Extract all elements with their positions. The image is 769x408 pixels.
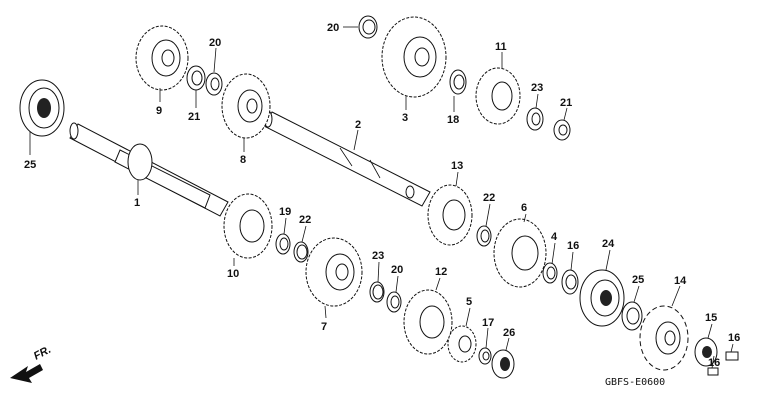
callout-8: 8 (240, 154, 246, 166)
callout-27: 24 (602, 238, 615, 250)
callout-labels: 25 1 9 21 20 8 20 2 3 11 18 23 21 13 22 … (24, 22, 740, 369)
washer-26 (526, 107, 544, 131)
callout-22-right: 21 (560, 97, 572, 109)
callout-9: 9 (156, 105, 162, 117)
callout-15: 15 (705, 312, 717, 324)
callout-21: 20 (327, 22, 339, 34)
bearing-27 (579, 269, 625, 327)
callout-11: 11 (495, 41, 507, 53)
callout-26: 23 (531, 82, 543, 94)
callout-12: 12 (435, 266, 447, 278)
circlip-25-left (293, 241, 309, 263)
gear-12 (403, 289, 453, 355)
callout-30: 26 (503, 327, 515, 339)
front-direction-arrow: FR. (10, 344, 53, 383)
bolt-16-bottom (707, 367, 719, 376)
callout-7: 7 (321, 321, 327, 333)
leader-lines (29, 26, 734, 369)
callout-13: 13 (451, 160, 463, 172)
callout-19: 18 (447, 114, 459, 126)
circlip-25-right (369, 281, 385, 303)
bolt-16-right (725, 351, 739, 361)
gear-5 (447, 325, 477, 363)
callout-4: 4 (551, 231, 558, 243)
washer-17 (561, 269, 579, 295)
washer-20-right (386, 291, 402, 313)
washer-20-left (275, 233, 291, 255)
gear-6 (493, 218, 547, 288)
washer-24 (476, 225, 492, 247)
countershaft-2 (263, 110, 431, 207)
callout-6: 6 (521, 202, 527, 214)
callout-5: 5 (466, 296, 472, 308)
gear-9 (135, 25, 189, 91)
gear-8 (221, 73, 271, 139)
callout-25-right: 23 (372, 250, 384, 262)
gear-11 (475, 67, 521, 125)
washer-18 (478, 347, 492, 365)
gear-10 (223, 193, 273, 259)
callout-20-right: 20 (391, 264, 403, 276)
callout-1: 1 (134, 197, 140, 209)
washer-4 (542, 262, 558, 284)
gear-7 (305, 237, 363, 307)
callout-2: 2 (355, 119, 361, 131)
callout-16-right: 16 (728, 332, 740, 344)
callout-29: 25 (24, 159, 36, 171)
callout-20-left: 19 (279, 206, 291, 218)
callout-22-left: 20 (209, 37, 221, 49)
seal-28 (621, 301, 643, 331)
callout-16-bottom: 16 (708, 357, 720, 369)
washer-22-right (553, 119, 571, 141)
mainshaft-1 (69, 122, 229, 217)
callout-14: 14 (674, 275, 687, 287)
front-direction-label: FR. (32, 344, 53, 363)
callout-28: 25 (632, 274, 644, 286)
bearing-29 (19, 79, 65, 137)
washer-23 (186, 65, 206, 91)
gear-13 (427, 184, 473, 246)
gear-3 (381, 16, 447, 98)
callout-17: 16 (567, 240, 579, 252)
callout-23: 21 (188, 111, 200, 123)
callout-25-left: 22 (299, 214, 311, 226)
plate-15 (694, 337, 718, 367)
washer-19 (449, 69, 467, 95)
callout-10: 10 (227, 268, 239, 280)
callout-3: 3 (402, 112, 408, 124)
bearing-30 (491, 349, 515, 379)
callout-18: 17 (482, 317, 494, 329)
diagram-code: GBFS-E0600 (605, 377, 665, 388)
callout-24: 22 (483, 192, 495, 204)
sprocket-14 (639, 305, 689, 371)
washer-22-left (205, 72, 223, 96)
circlip-21 (358, 15, 378, 39)
